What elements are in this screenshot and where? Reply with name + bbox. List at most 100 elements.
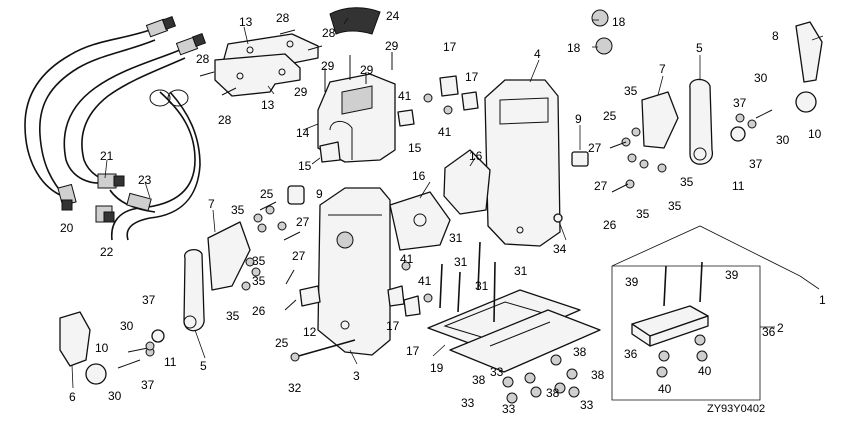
callout-33a: 33 bbox=[490, 365, 504, 379]
callout-35d: 35 bbox=[226, 309, 240, 323]
callout-33d: 33 bbox=[580, 398, 594, 412]
callout-6: 6 bbox=[69, 390, 76, 404]
part-19-plate-bottom bbox=[449, 309, 601, 373]
callout-4: 4 bbox=[534, 47, 541, 61]
callout-26a: 26 bbox=[252, 304, 266, 318]
callout-35g: 35 bbox=[668, 199, 682, 213]
callout-37a: 37 bbox=[142, 293, 156, 307]
callout-41a: 41 bbox=[398, 89, 412, 103]
lower-plate-group bbox=[427, 241, 601, 404]
callout-36b: 36 bbox=[624, 347, 638, 361]
callout-31c: 31 bbox=[514, 264, 528, 278]
callout-14: 14 bbox=[296, 126, 310, 140]
callout-28c: 28 bbox=[322, 26, 336, 40]
callout-35b: 35 bbox=[252, 254, 266, 268]
callout-33c: 33 bbox=[502, 402, 516, 416]
callout-35c: 35 bbox=[252, 274, 266, 288]
right-lever-group bbox=[591, 9, 823, 193]
callout-29c: 29 bbox=[360, 63, 374, 77]
callout-31a: 31 bbox=[449, 231, 463, 245]
cover-housing bbox=[317, 52, 396, 163]
callout-35a: 35 bbox=[231, 203, 245, 217]
callout-13b: 13 bbox=[261, 98, 275, 112]
callout-13a: 13 bbox=[239, 15, 253, 29]
part-10-bushing-right bbox=[795, 91, 817, 113]
callout-25a: 25 bbox=[260, 187, 274, 201]
callout-7b: 7 bbox=[659, 62, 666, 76]
part-24-shield bbox=[329, 7, 381, 35]
callout-41d: 41 bbox=[418, 274, 432, 288]
callout-29d: 29 bbox=[294, 85, 308, 99]
callout-23: 23 bbox=[138, 173, 152, 187]
part-5-lever-right bbox=[689, 78, 713, 165]
callout-35e: 35 bbox=[624, 84, 638, 98]
callout-5b: 5 bbox=[696, 41, 703, 55]
callout-16a: 16 bbox=[469, 149, 483, 163]
callout-28b: 28 bbox=[196, 52, 210, 66]
callout-27d: 27 bbox=[594, 179, 608, 193]
adapter-group bbox=[611, 225, 801, 401]
callout-25b: 25 bbox=[603, 109, 617, 123]
callout-28a: 28 bbox=[276, 11, 290, 25]
callout-34: 34 bbox=[553, 242, 567, 256]
callout-19: 19 bbox=[430, 361, 444, 375]
hardware-center-left bbox=[241, 201, 321, 311]
callout-31b: 31 bbox=[454, 255, 468, 269]
callout-10a: 10 bbox=[95, 341, 109, 355]
callout-11b: 11 bbox=[732, 179, 745, 193]
callout-11a: 11 bbox=[164, 355, 177, 369]
part-8-grip bbox=[795, 21, 823, 83]
callout-labels: 1 2 3 4 5 5 6 7 7 8 9 9 10 10 11 11 12 1… bbox=[60, 9, 826, 416]
callout-39b: 39 bbox=[725, 268, 739, 282]
callout-27a: 27 bbox=[296, 215, 310, 229]
part-6-grip bbox=[59, 311, 91, 367]
callout-8: 8 bbox=[772, 29, 779, 43]
part-10-bushing bbox=[85, 363, 107, 385]
callout-1: 1 bbox=[819, 293, 826, 307]
callout-38b: 38 bbox=[472, 373, 486, 387]
callout-31d: 31 bbox=[475, 279, 489, 293]
part-11-washer bbox=[151, 329, 165, 343]
part-16-plate bbox=[389, 191, 451, 251]
callout-41b: 41 bbox=[438, 125, 452, 139]
callout-37d: 37 bbox=[749, 157, 763, 171]
callout-15b: 15 bbox=[408, 141, 422, 155]
callout-3: 3 bbox=[353, 369, 360, 383]
part-13-bracket-lower bbox=[214, 53, 301, 97]
part-7-arm-right bbox=[641, 91, 679, 149]
callout-18b: 18 bbox=[567, 41, 581, 55]
callout-26b: 26 bbox=[603, 218, 617, 232]
right-housing bbox=[443, 79, 563, 247]
callout-17a: 17 bbox=[443, 40, 457, 54]
callout-17c: 17 bbox=[386, 319, 400, 333]
callout-39a: 39 bbox=[625, 275, 639, 289]
diagram-code: ZY93Y0402 bbox=[707, 403, 765, 415]
part-34-nut bbox=[553, 213, 563, 223]
part-3-housing bbox=[317, 187, 391, 356]
callout-17b: 17 bbox=[465, 70, 479, 84]
callout-37b: 37 bbox=[141, 378, 155, 392]
part-7-arm bbox=[207, 221, 251, 291]
callout-9b: 9 bbox=[316, 187, 323, 201]
callout-38c: 38 bbox=[591, 368, 605, 382]
small-grommets bbox=[287, 109, 589, 205]
callout-30a: 30 bbox=[120, 319, 134, 333]
callout-30d: 30 bbox=[776, 133, 790, 147]
callout-27b: 27 bbox=[292, 249, 306, 263]
callout-29b: 29 bbox=[321, 59, 335, 73]
callout-10b: 10 bbox=[808, 127, 822, 141]
callout-37c: 37 bbox=[733, 96, 747, 110]
callout-2: 2 bbox=[777, 321, 784, 335]
callout-29a: 29 bbox=[385, 39, 399, 53]
top-bracket-group bbox=[199, 7, 381, 97]
callout-41c: 41 bbox=[400, 252, 414, 266]
callout-38d: 38 bbox=[546, 386, 560, 400]
callout-12: 12 bbox=[303, 325, 317, 339]
clips bbox=[387, 75, 479, 317]
callout-28d: 28 bbox=[218, 113, 232, 127]
callout-40b: 40 bbox=[698, 364, 712, 378]
callout-22: 22 bbox=[100, 245, 114, 259]
callout-32: 32 bbox=[288, 381, 302, 395]
callout-20: 20 bbox=[60, 221, 74, 235]
